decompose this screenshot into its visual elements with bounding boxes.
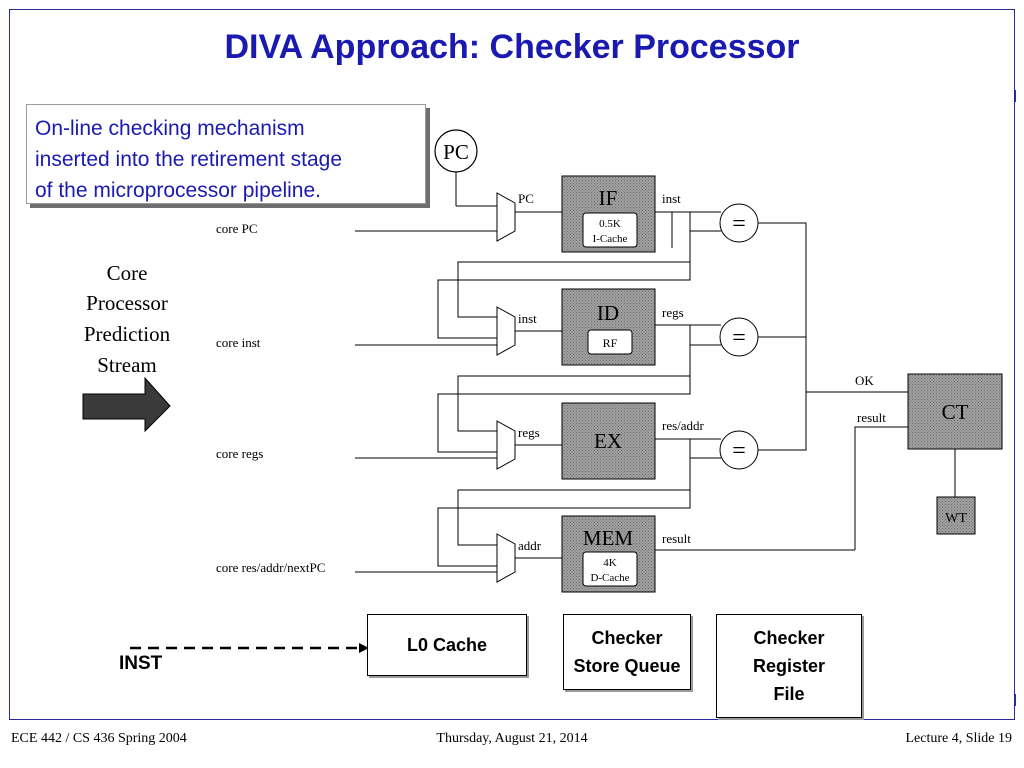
arrow-right-icon xyxy=(359,643,369,653)
stage-output-label: regs xyxy=(662,305,684,320)
frame-tick-right-bottom xyxy=(1014,694,1016,706)
core-input-label: core PC xyxy=(216,221,258,236)
stage-ex xyxy=(561,402,656,480)
store-queue-line: Store Queue xyxy=(573,656,681,676)
footer-slide-number: Lecture 4, Slide 19 xyxy=(905,731,1012,746)
compare-label: = xyxy=(732,325,746,351)
mux-mem xyxy=(496,533,516,583)
mux-label: regs xyxy=(518,425,540,440)
stage-output-label: inst xyxy=(662,191,681,206)
l0-cache-label: L0 Cache xyxy=(406,635,488,655)
slide-frame xyxy=(9,9,1015,720)
stage-output-label: res/addr xyxy=(662,418,705,433)
callout-line: of the microprocessor pipeline. xyxy=(35,179,321,202)
ok-label: OK xyxy=(855,373,874,388)
ct-box xyxy=(907,373,1003,450)
stage-label: IF xyxy=(599,186,618,210)
callout-box: On-line checking mechanism inserted into… xyxy=(26,104,426,204)
mux-label: PC xyxy=(518,191,534,206)
l0-cache-box: L0 Cache xyxy=(367,614,527,676)
stage-label: EX xyxy=(594,429,622,453)
mux-if xyxy=(496,192,516,242)
pc-label: PC xyxy=(443,140,469,164)
left-label-line: Stream xyxy=(97,353,156,377)
frame-tick-right-top xyxy=(1014,90,1016,102)
footer-date: Thursday, August 21, 2014 xyxy=(436,731,588,746)
left-label-line: Core xyxy=(107,261,148,285)
wt-label: WT xyxy=(945,511,967,526)
wt-box xyxy=(936,496,976,535)
mux-label: inst xyxy=(518,311,537,326)
right-arrow-icon xyxy=(82,376,171,433)
ct-label: CT xyxy=(942,400,969,424)
register-file-line: Checker xyxy=(753,628,825,648)
core-input-label: core inst xyxy=(216,335,261,350)
dcache-box xyxy=(582,551,638,587)
callout-line: inserted into the retirement stage xyxy=(35,148,343,171)
mux-label: addr xyxy=(518,538,542,553)
core-input-label: core res/addr/nextPC xyxy=(216,560,325,575)
mux-ex xyxy=(496,420,516,470)
icache-box xyxy=(582,212,638,248)
slide-title: DIVA Approach: Checker Processor xyxy=(224,28,800,66)
result-label: result xyxy=(857,410,886,425)
rf-box xyxy=(587,329,633,355)
stage-output-label: result xyxy=(662,531,691,546)
register-file-line: Register xyxy=(752,656,826,676)
footer-course: ECE 442 / CS 436 Spring 2004 xyxy=(11,731,187,746)
compare-label: = xyxy=(732,211,746,237)
inst-label: INST xyxy=(119,653,163,674)
checker-register-file-box: Checker Register File xyxy=(716,614,862,718)
core-input-label: core regs xyxy=(216,446,263,461)
left-label-line: Prediction xyxy=(84,322,171,346)
store-queue-line: Checker xyxy=(591,628,663,648)
stage-label: MEM xyxy=(583,526,634,550)
checker-store-queue-box: Checker Store Queue xyxy=(563,614,691,690)
mux-id xyxy=(496,306,516,356)
stage-label: ID xyxy=(597,301,619,325)
compare-label: = xyxy=(732,438,746,464)
register-file-line: File xyxy=(773,684,805,704)
stage-inner-text: 4K xyxy=(603,557,617,569)
left-label-line: Processor xyxy=(86,291,168,315)
stage-inner-text: D-Cache xyxy=(590,572,629,584)
stage-inner-text: I-Cache xyxy=(593,233,628,245)
callout-line: On-line checking mechanism xyxy=(35,117,305,140)
stage-inner-text: RF xyxy=(603,336,618,350)
stage-inner-text: 0.5K xyxy=(599,218,621,230)
